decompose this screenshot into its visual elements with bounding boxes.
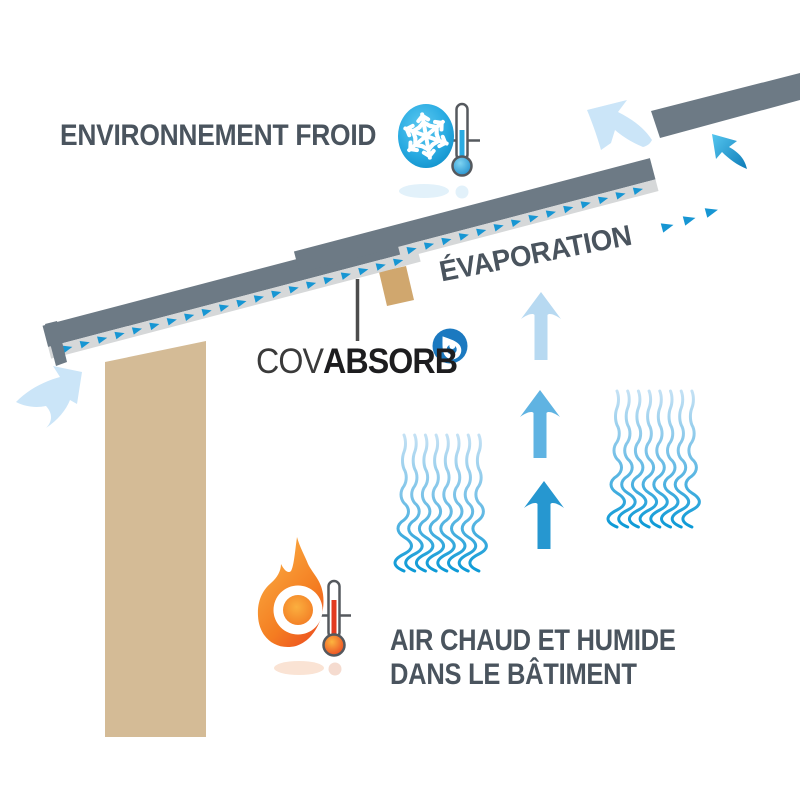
- warm-air-label: AIR CHAUD ET HUMIDE DANS LE BÂTIMENT: [390, 624, 676, 692]
- warm-icon-reflection: [274, 661, 342, 676]
- snowflake-thermometer-icon: [398, 102, 480, 199]
- brand-prefix: COV: [256, 342, 324, 381]
- brand-suffix: ABSORB: [323, 342, 458, 381]
- roof-gap-entry-arrow: [712, 134, 747, 169]
- evaporation-arrow-bottom: [524, 481, 564, 549]
- roof-underlay-right: [398, 179, 659, 259]
- building-wall: [105, 341, 206, 737]
- warm-air-line2: DANS LE BÂTIMENT: [390, 658, 637, 691]
- roof-panel-right: [293, 158, 656, 273]
- roof-gap-exit-arrow: [587, 100, 652, 150]
- water-drop-icon: [432, 328, 468, 364]
- upper-roof-panel: [651, 73, 800, 138]
- vapor-waves-right: [606, 389, 701, 529]
- evaporation-arrow-top: [521, 292, 561, 360]
- brand-logo: COVABSORB: [256, 342, 458, 382]
- vapor-waves-left: [393, 433, 488, 573]
- exit-air-dashes: [660, 205, 720, 233]
- flame-ring-core: [283, 595, 313, 625]
- evaporation-arrow-middle: [520, 390, 560, 458]
- cold-icon-reflection: [399, 184, 469, 199]
- wood-batten: [379, 266, 414, 306]
- eave-intake-arrow: [16, 366, 82, 428]
- cold-environment-label: ENVIRONNEMENT FROID: [60, 119, 377, 152]
- warm-thermometer: [320, 579, 351, 657]
- warm-air-line1: AIR CHAUD ET HUMIDE: [390, 624, 676, 657]
- roof-drip-edge: [45, 321, 67, 366]
- decorative-repeat: [393, 433, 413, 573]
- roof-assembly: [42, 158, 659, 359]
- evaporation-arrows: [520, 292, 564, 549]
- cold-thermometer: [445, 102, 480, 177]
- decorative-repeat: [606, 389, 626, 529]
- roof-underlay-left: [48, 250, 421, 359]
- flame-thermometer-icon: [257, 537, 351, 676]
